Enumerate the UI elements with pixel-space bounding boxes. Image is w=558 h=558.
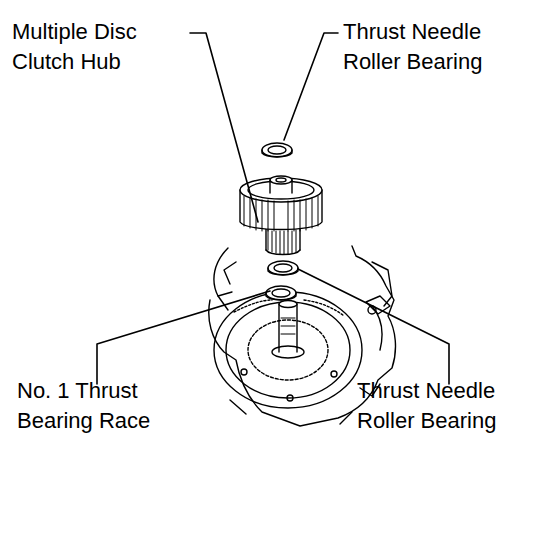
part-label: Multiple Disc Clutch Hub (12, 17, 182, 77)
part-label: Thrust Needle Roller Bearing (343, 17, 523, 77)
part-label: Thrust Needle Roller Bearing (357, 376, 537, 436)
part-label: No. 1 Thrust Bearing Race (17, 376, 192, 436)
